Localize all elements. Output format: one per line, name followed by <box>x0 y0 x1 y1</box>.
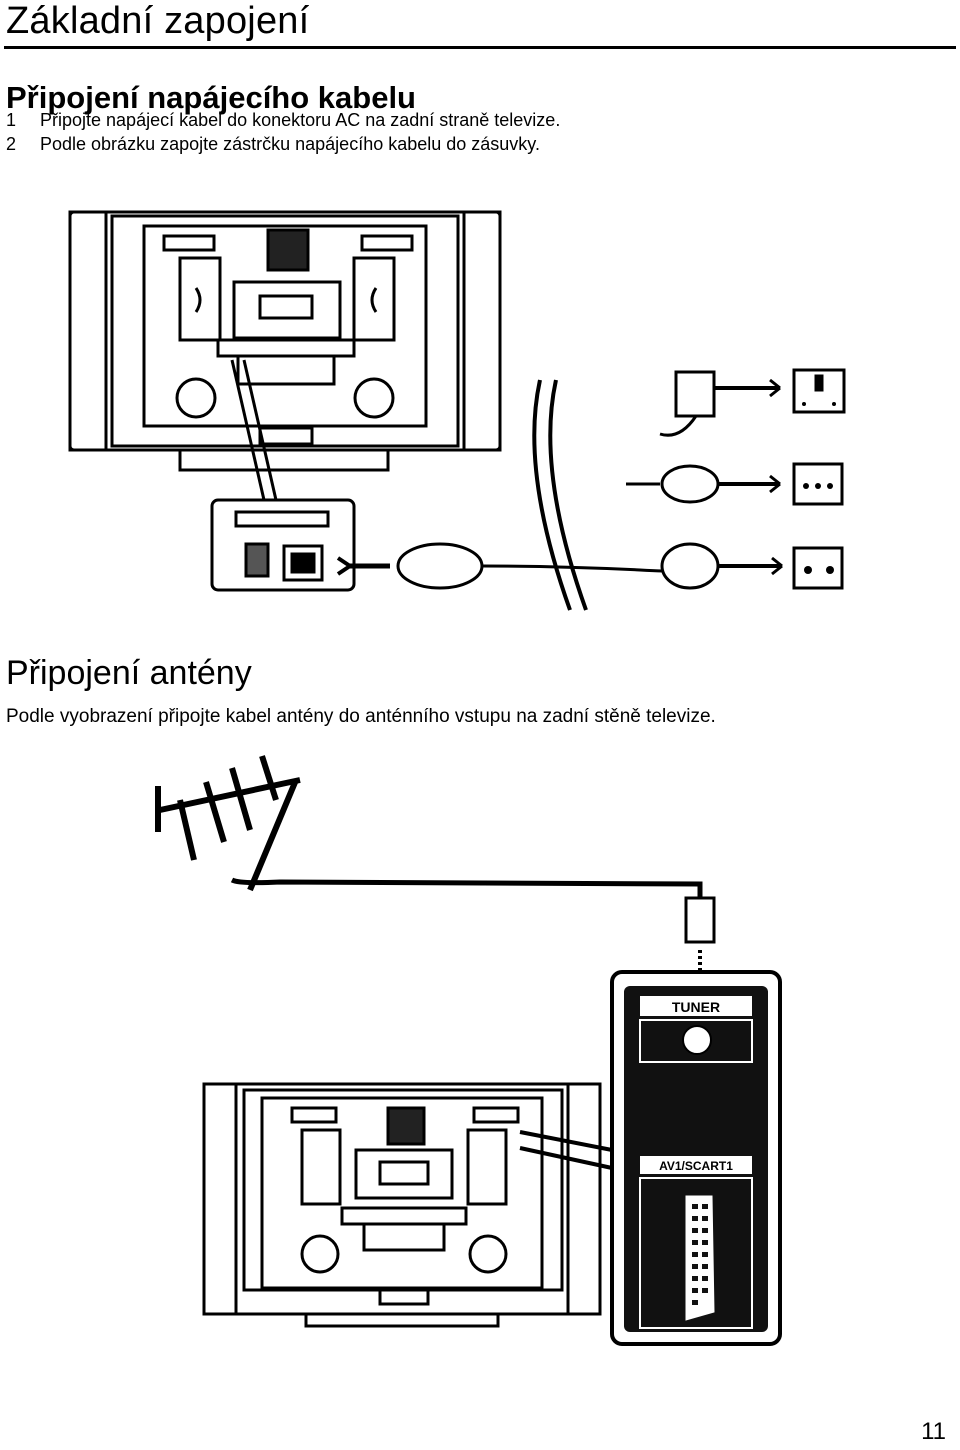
step-text: Připojte napájecí kabel do konektoru AC … <box>40 110 561 130</box>
step-number: 2 <box>6 134 17 154</box>
step-number: 1 <box>6 110 17 130</box>
power-step-1: 1 Připojte napájecí kabel do konektoru AC… <box>6 108 560 132</box>
power-section-heading: Připojení napájecího kabelu <box>6 80 416 115</box>
power-steps-list: 1 Připojte napájecí kabel do konektoru AC… <box>6 108 560 156</box>
tuner-label: TUNER <box>672 999 720 1015</box>
title-rule <box>4 46 956 49</box>
scart-label: AV1/SCART1 <box>659 1159 733 1173</box>
antenna-section-heading: Připojení antény <box>6 654 252 692</box>
step-text: Podle obrázku zapojte zástrčku napájecíh… <box>40 134 540 154</box>
tv-back-illustration-2 <box>202 1082 613 1328</box>
power-step-2: 2 Podle obrázku zapojte zástrčku napájecí… <box>6 132 560 156</box>
connector-side-panel <box>610 970 782 1346</box>
plug-types-illustration <box>626 368 846 590</box>
page-title: Základní zapojení <box>6 0 310 42</box>
antenna-instructions: Podle vyobrazení připojte kabel antény d… <box>6 706 716 727</box>
ac-connector-panel <box>210 359 356 592</box>
antenna-icon <box>155 755 301 892</box>
tv-back-illustration <box>68 210 502 472</box>
page-number: 11 <box>921 1418 946 1445</box>
